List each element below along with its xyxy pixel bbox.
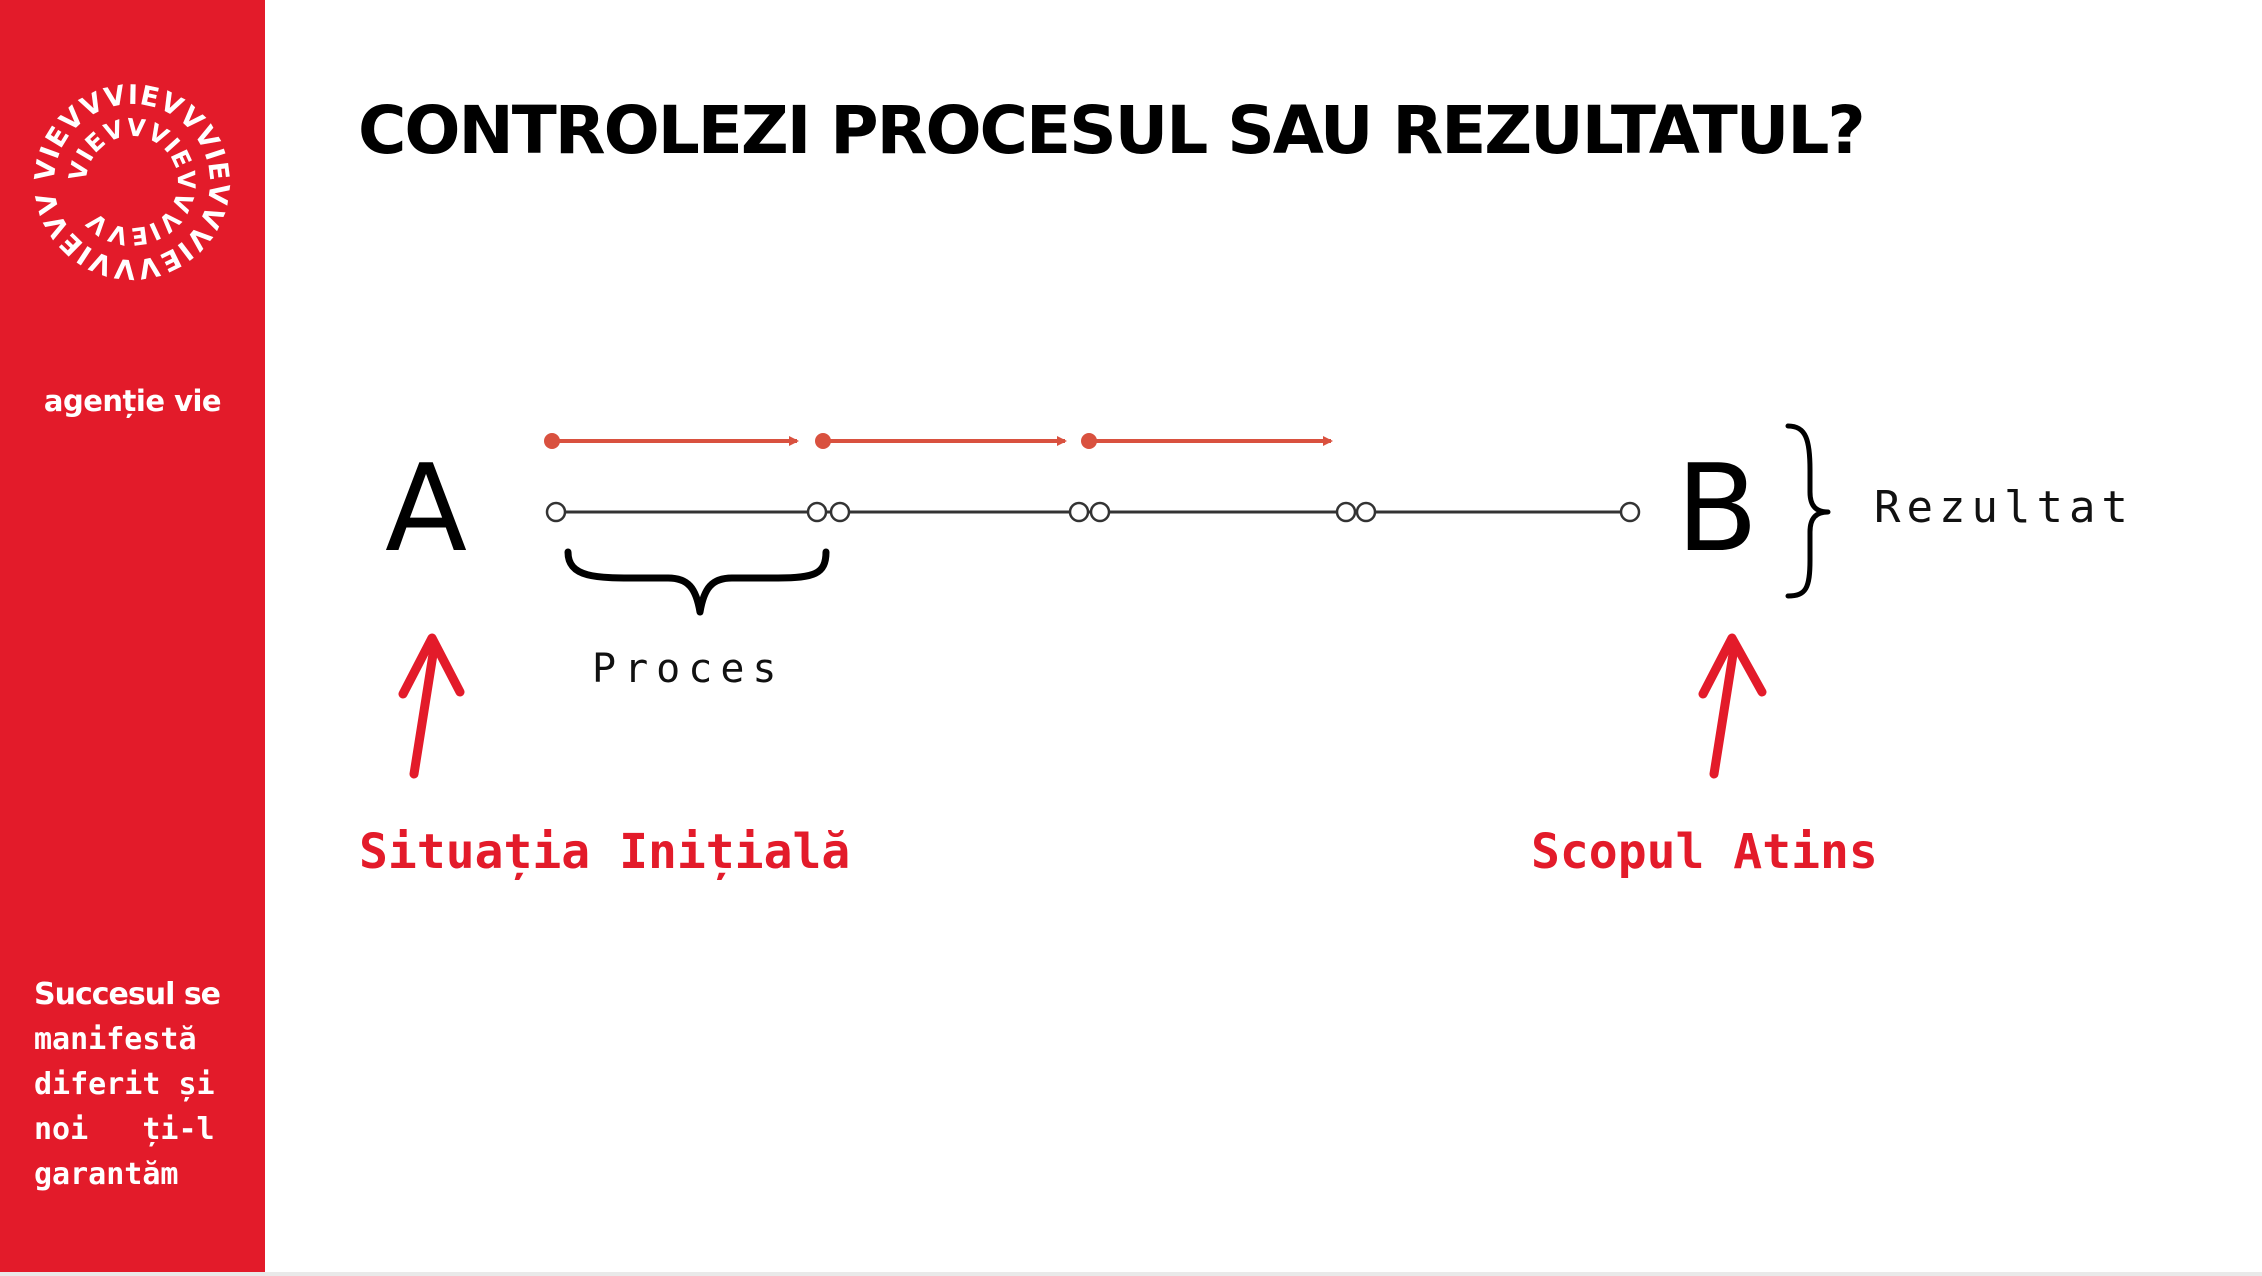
end-arrow bbox=[1709, 643, 1739, 779]
timeline-node bbox=[1335, 501, 1357, 523]
tagline-line: garantăm bbox=[34, 1157, 179, 1192]
tagline-line: diferit și bbox=[34, 1067, 215, 1102]
process-label: Proces bbox=[592, 646, 785, 692]
tagline: Succesul se manifestă diferit și noi ți-… bbox=[34, 972, 259, 1197]
start-letter: A bbox=[385, 440, 467, 579]
timeline-node bbox=[1068, 501, 1090, 523]
timeline-node bbox=[1619, 501, 1641, 523]
brand-name: agenție vie bbox=[43, 384, 222, 418]
result-label: Rezultat bbox=[1874, 482, 2134, 533]
timeline-node bbox=[1089, 501, 1111, 523]
tagline-line: manifestă bbox=[34, 1022, 197, 1057]
timeline-node bbox=[829, 501, 851, 523]
result-brace bbox=[1785, 423, 1831, 599]
page-title: CONTROLEZI PROCESUL SAU REZULTATUL? bbox=[358, 92, 1866, 169]
timeline-node bbox=[545, 501, 567, 523]
end-letter: B bbox=[1676, 440, 1758, 579]
timeline-node bbox=[1355, 501, 1377, 523]
timeline-nodes bbox=[545, 501, 1641, 523]
sidebar: VIEVVVIEVVVIEVVVIEVVVIEVV VIEVVVIEVVVIEV… bbox=[0, 0, 265, 1276]
tagline-line: Succesul se bbox=[34, 977, 221, 1012]
timeline-node bbox=[806, 501, 828, 523]
end-caption: Scopul Atins bbox=[1531, 824, 1878, 880]
logo-icon: VIEVVVIEVVVIEVVVIEVVVIEVV VIEVVVIEVVVIEV… bbox=[32, 82, 232, 282]
start-arrow bbox=[409, 643, 439, 779]
start-caption: Situația Inițială bbox=[359, 824, 851, 880]
start-arrow-head bbox=[398, 633, 465, 699]
process-brace bbox=[564, 548, 830, 616]
bottom-strip bbox=[0, 1272, 2262, 1276]
tagline-line: noi ți-l bbox=[34, 1112, 215, 1147]
end-arrow-head bbox=[1698, 633, 1767, 699]
